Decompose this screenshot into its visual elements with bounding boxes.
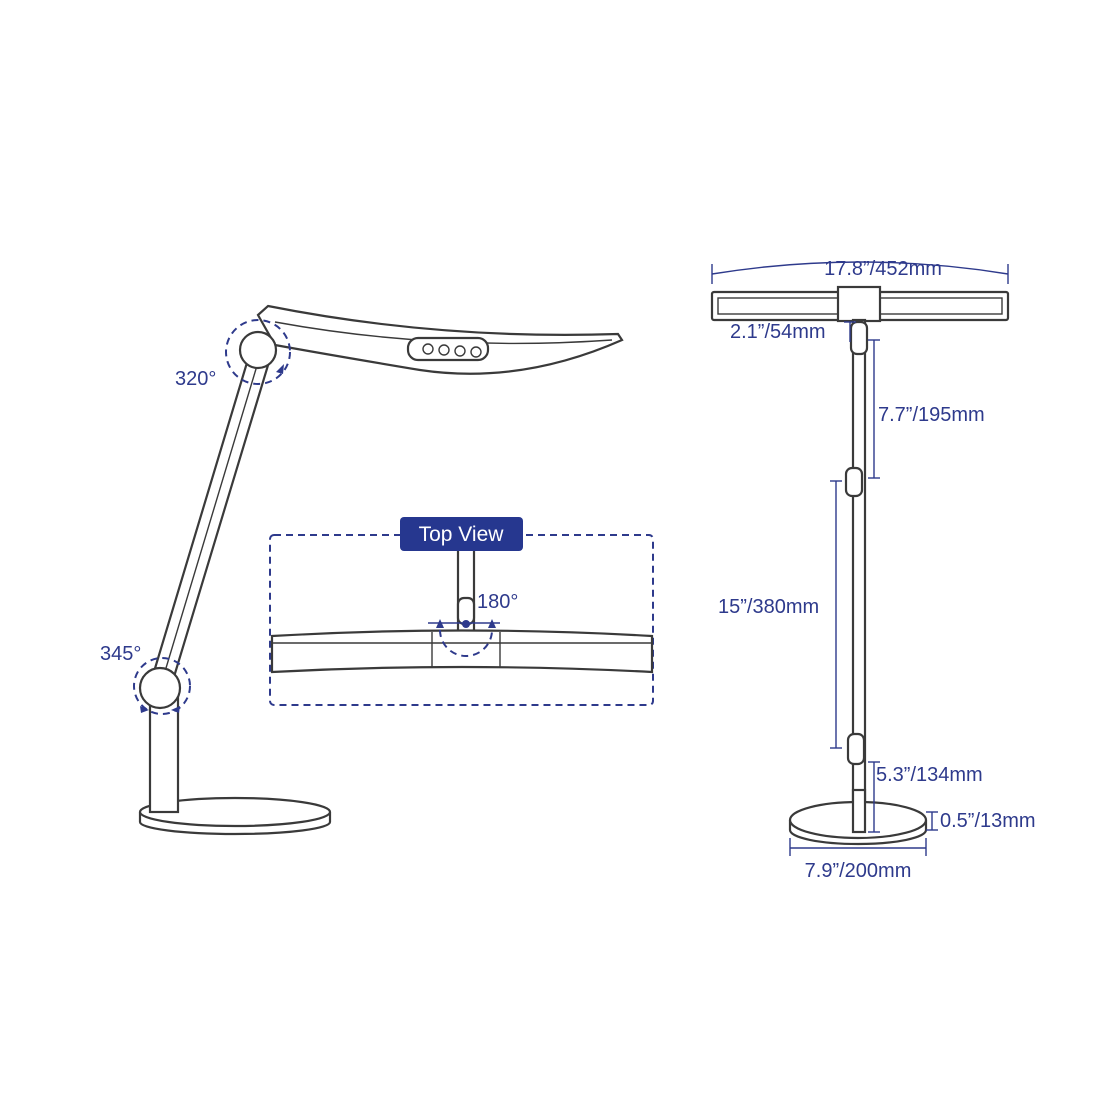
upper-joint [238, 330, 278, 370]
top-view-title-badge [400, 517, 523, 551]
lower-joint-front [846, 732, 866, 766]
auto-button-icon [470, 346, 482, 358]
top-view-panel [269, 517, 654, 706]
top-view-bar [270, 629, 654, 674]
top-view-title: Top View [419, 523, 505, 546]
mode-button-icon [438, 344, 450, 356]
dimension-lines [711, 261, 1009, 856]
power-button-icon [422, 343, 434, 355]
base-thickness-label: 0.5”/13mm [940, 810, 1036, 832]
head-width-label: 17.8”/452mm [824, 258, 942, 280]
rotation-arrow-icon [436, 619, 496, 628]
dimmer-button-icon [454, 345, 466, 357]
upper-rotation-dashed-circle [225, 319, 291, 385]
base-top [138, 796, 332, 828]
upper-rotation-arrow-icon [276, 364, 284, 374]
lower-joint [138, 666, 182, 710]
upper-arm-label: 7.7”/195mm [878, 404, 985, 426]
rotation-arc-dashed [439, 629, 493, 657]
lower-joint-angle-label: 345° [100, 643, 141, 665]
top-view-angle-label: 180° [477, 591, 518, 613]
head-connector [836, 285, 882, 323]
middle-joint [844, 466, 864, 498]
top-view-dashed-frame [269, 534, 654, 706]
side-view-lamp [133, 304, 624, 836]
lower-rotation-dashed-circle [133, 657, 191, 715]
head-connector-label: 2.1”/54mm [730, 321, 826, 343]
base-diameter-label: 7.9”/200mm [805, 860, 912, 882]
pivot-dot [462, 620, 470, 628]
post-height-label: 5.3”/134mm [876, 764, 983, 786]
lower-arm-label: 15”/380mm [718, 596, 819, 618]
front-view-lamp [710, 285, 1010, 846]
upper-joint-angle-label: 320° [175, 368, 216, 390]
